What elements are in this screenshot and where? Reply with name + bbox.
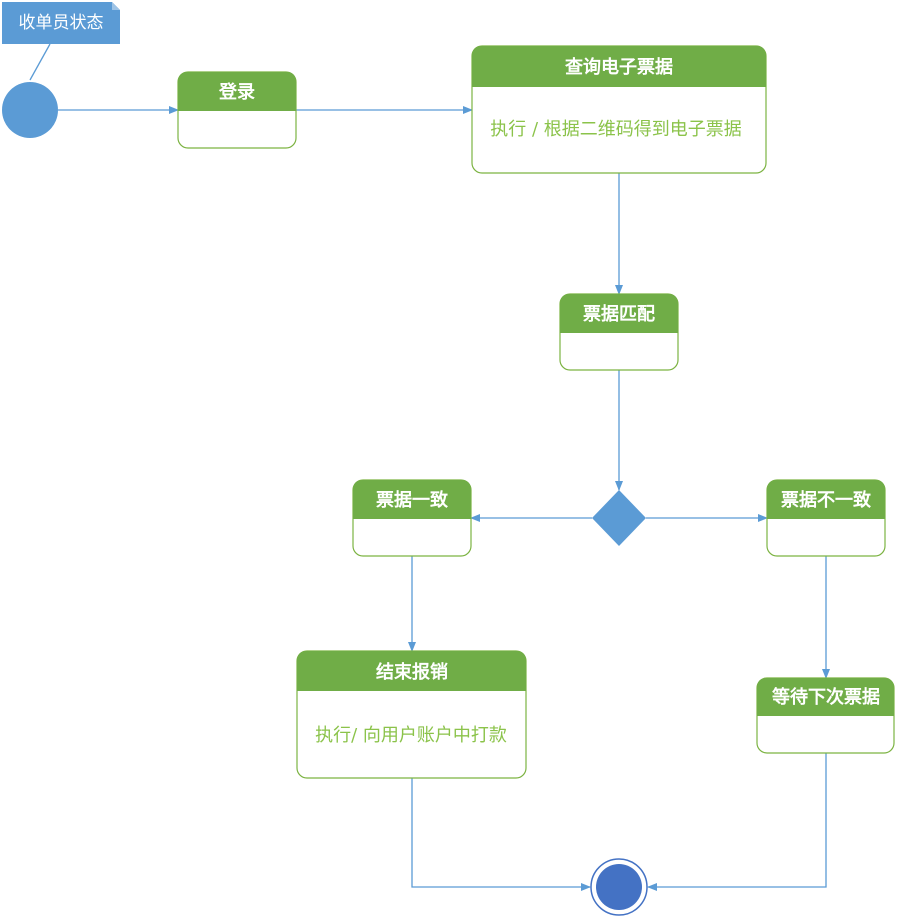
note-label: 收单员状态 xyxy=(2,2,120,44)
state-wait-next: 等待下次票据 xyxy=(756,677,895,754)
note-connector xyxy=(29,43,51,81)
state-query: 查询电子票据 执行 / 根据二维码得到电子票据 xyxy=(471,45,767,174)
state-login-title: 登录 xyxy=(218,81,255,103)
state-inconsistent: 票据不一致 xyxy=(766,479,886,557)
state-match: 票据匹配 xyxy=(559,293,679,371)
state-consistent: 票据一致 xyxy=(352,479,472,557)
state-end-reimburse-title: 结束报销 xyxy=(376,661,448,683)
state-match-title: 票据匹配 xyxy=(583,303,655,325)
state-end-reimburse: 结束报销 执行/ 向用户账户中打款 xyxy=(296,650,527,779)
state-consistent-title: 票据一致 xyxy=(376,489,449,511)
state-inconsistent-title: 票据不一致 xyxy=(781,489,872,511)
state-end-reimburse-action: 执行/ 向用户账户中打款 xyxy=(315,725,507,746)
decision-node xyxy=(592,490,646,546)
edge-end-final xyxy=(411,778,591,891)
state-wait-next-title: 等待下次票据 xyxy=(772,686,880,708)
state-query-title: 查询电子票据 xyxy=(565,56,673,78)
note-text: 收单员状态 xyxy=(19,13,104,33)
edge-wait-final xyxy=(647,753,827,891)
final-node xyxy=(590,858,648,916)
start-node xyxy=(2,82,58,138)
state-query-action: 执行 / 根据二维码得到电子票据 xyxy=(490,119,742,140)
state-login: 登录 xyxy=(177,71,297,149)
